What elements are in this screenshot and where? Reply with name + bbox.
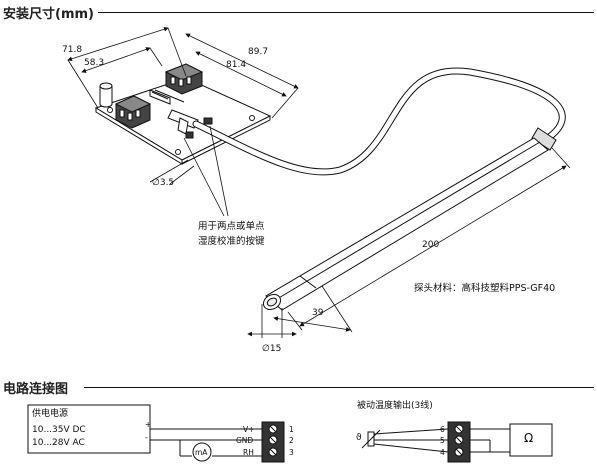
dim-89-7: 89.7 (248, 47, 269, 57)
terminal-number-6: 6 (440, 425, 445, 434)
wiring-terminal-left (261, 421, 285, 463)
terminal-block-left (114, 95, 152, 129)
terminal-number-3: 3 (289, 448, 294, 457)
terminal-number-2: 2 (289, 436, 294, 445)
wiring-terminal-right (447, 421, 471, 463)
power-supply-dc: 10...35V DC (32, 425, 86, 435)
terminal-number-1: 1 (289, 425, 294, 434)
terminal-label-gnd: GND (236, 436, 254, 445)
terminal-number-4: 4 (440, 448, 445, 457)
ammeter-label: mA (195, 448, 208, 457)
install-section-title: 安装尺寸(mm) (3, 7, 94, 22)
ammeter-symbol (192, 442, 212, 462)
terminal-label-rh: RH (243, 448, 254, 457)
power-supply-title: 供电电源 (32, 409, 69, 419)
wiring-section-title: 电路连接图 (3, 382, 69, 397)
power-plus: + (145, 420, 152, 429)
dimension-lines (67, 26, 571, 338)
button-note-line2: 湿度校准的按键 (198, 236, 265, 247)
wiring-section-rule (84, 387, 594, 388)
cable-gland (167, 109, 213, 139)
passive-output-title: 被动温度输出(3线) (357, 401, 433, 411)
power-supply-box (27, 404, 262, 462)
power-minus: - (145, 433, 148, 442)
header-connector (149, 89, 185, 105)
ohm-meter-box (509, 423, 553, 457)
power-supply-ac: 10...28V AC (32, 438, 85, 448)
dim-81-4: 81.4 (226, 60, 247, 70)
dim-71-8: 71.8 (62, 45, 83, 55)
temperature-sensor-symbol: ϑ (356, 433, 362, 443)
dim-200: 200 (422, 240, 440, 250)
dim-hole-3-5: ∅3.5 (152, 178, 175, 188)
terminal-number-5: 5 (440, 436, 445, 445)
install-section-rule (98, 12, 594, 13)
button-note-line1: 用于两点或单点 (198, 221, 265, 232)
ohm-symbol: Ω (524, 431, 534, 445)
capacitor (99, 82, 113, 108)
probe-material-note: 探头材料：高科技塑料PPS-GF40 (414, 283, 556, 294)
dim-15: ∅15 (262, 344, 282, 354)
terminal-label-vplus: V+ (243, 425, 255, 434)
dim-39: 39 (312, 308, 324, 318)
rtd-sensor-wiring (361, 423, 553, 457)
dim-58-3: 58.3 (84, 58, 105, 68)
